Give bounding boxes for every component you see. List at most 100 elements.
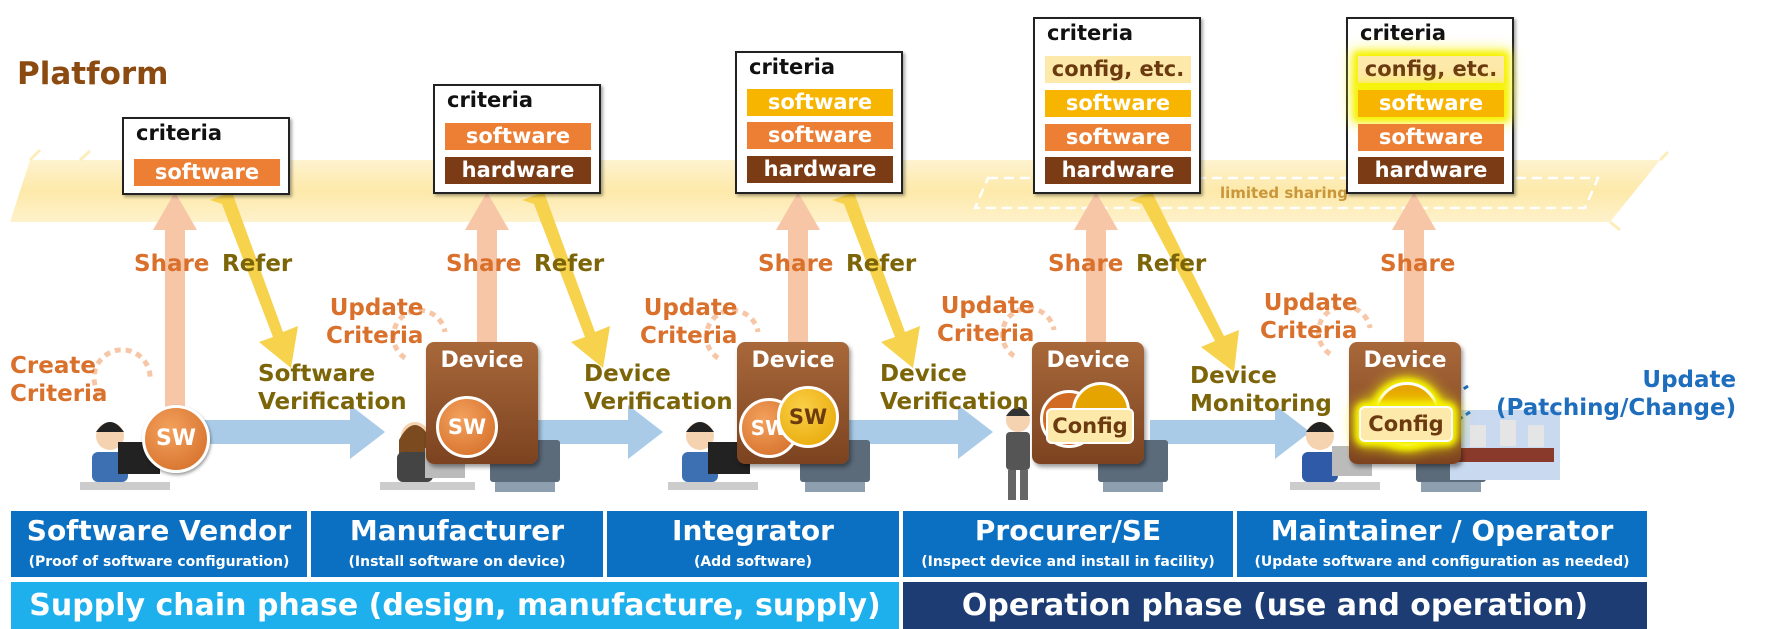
- criteria-item-software: software: [747, 122, 893, 149]
- flow-arrow-3: [760, 405, 993, 459]
- share-label: Share: [446, 251, 522, 277]
- criteria-item-hardware: hardware: [747, 156, 893, 183]
- sw-circle: SW: [436, 396, 498, 458]
- share-arrow-1: [153, 192, 197, 410]
- role-integrator: Integrator (Add software): [607, 511, 899, 577]
- device-card-manufacturer: Device SW: [426, 342, 538, 464]
- device-verification-label: Device Verification: [584, 361, 733, 415]
- criteria-item-software: software: [1358, 124, 1504, 151]
- criteria-box-vendor: criteria software: [122, 117, 290, 195]
- refer-arrow-2: [522, 192, 610, 368]
- cycle-arrow-2: [390, 307, 448, 361]
- update-criteria-label: Update Criteria: [640, 295, 738, 349]
- create-criteria-label: Create Criteria: [10, 353, 108, 407]
- software-verification-label: Software Verification: [258, 361, 407, 415]
- share-arrow-3: [776, 192, 820, 365]
- role-software-vendor: Software Vendor (Proof of software confi…: [11, 511, 307, 577]
- role-name: Procurer/SE: [974, 514, 1162, 547]
- sw-label: SW: [447, 415, 487, 439]
- share-arrows: [153, 192, 1436, 410]
- share-label: Share: [758, 251, 834, 277]
- refer-label: Refer: [222, 251, 293, 277]
- device-card-procurer: Device Config: [1032, 342, 1144, 464]
- criteria-item-software: software: [1045, 124, 1191, 151]
- sw-label: SW: [155, 426, 197, 451]
- share-label: Share: [1380, 251, 1456, 277]
- refer-arrow-4: [1130, 192, 1239, 372]
- criteria-item-config: config, etc.: [1045, 56, 1191, 83]
- device-title: Device: [751, 348, 835, 373]
- device-title: Device: [1046, 348, 1130, 373]
- role-procurer: Procurer/SE (Inspect device and install …: [903, 511, 1233, 577]
- factory-robot-icon: [1450, 410, 1560, 480]
- update-patching-label: Update (Patching/Change): [1496, 367, 1737, 421]
- criteria-box-procurer: criteria config, etc. software software …: [1033, 17, 1201, 194]
- config-tag: Config: [1359, 406, 1453, 442]
- role-description: (Proof of software configuration): [28, 554, 290, 570]
- update-criteria-label: Update Criteria: [326, 295, 424, 349]
- share-arrow-4: [1074, 192, 1118, 365]
- cycle-arrow-3: [703, 307, 761, 361]
- refer-arrows: [210, 192, 1239, 372]
- flow-arrow-1: [195, 405, 385, 459]
- share-label: Share: [134, 251, 210, 277]
- role-name: Integrator: [672, 514, 834, 547]
- criteria-box-manufacturer: criteria software hardware: [433, 84, 601, 194]
- flow-arrow-2: [520, 405, 663, 459]
- criteria-item-software: software: [1045, 90, 1191, 117]
- config-tag: Config: [1046, 408, 1134, 444]
- criteria-item-hardware: hardware: [1358, 157, 1504, 184]
- criteria-box-integrator: criteria software software hardware: [735, 51, 903, 194]
- share-label: Share: [1048, 251, 1124, 277]
- refer-arrow-1: [210, 192, 298, 368]
- role-manufacturer: Manufacturer (Install software on device…: [311, 511, 603, 577]
- device-monitoring-label: Device Monitoring: [1190, 363, 1332, 417]
- cycle-arrow-4: [999, 305, 1057, 359]
- refer-label: Refer: [534, 251, 605, 277]
- config-label: Config: [1368, 412, 1444, 436]
- device-title: Device: [440, 348, 524, 373]
- role-name: Software Vendor: [26, 514, 292, 547]
- criteria-item-software: software: [1358, 90, 1504, 117]
- role-description: (Add software): [693, 554, 813, 570]
- criteria-title: criteria: [749, 55, 836, 79]
- criteria-title: criteria: [1360, 21, 1447, 45]
- criteria-title: criteria: [1047, 21, 1134, 45]
- sw-circle-added: SW: [777, 386, 839, 448]
- cycle-arrow-1: [91, 347, 153, 397]
- person-icon-procurer: [1006, 407, 1030, 500]
- flow-arrow-4: [1150, 405, 1310, 459]
- band-fringe: [28, 148, 1670, 232]
- criteria-item-software: software: [747, 89, 893, 116]
- cycle-arrows: [91, 303, 1373, 397]
- limited-sharing-label: limited sharing: [1220, 184, 1349, 202]
- criteria-title: criteria: [447, 88, 534, 112]
- phase-supply-chain: Supply chain phase (design, manufacture,…: [11, 582, 899, 629]
- criteria-title: criteria: [136, 121, 223, 145]
- device-verification-label: Device Verification: [880, 361, 1029, 415]
- role-name: Manufacturer: [349, 514, 565, 547]
- cycle-arrow-5: [1315, 303, 1373, 357]
- share-arrow-2: [465, 192, 509, 365]
- refer-arrow-3: [832, 192, 920, 368]
- update-criteria-label: Update Criteria: [1260, 290, 1358, 344]
- device-card-operator: Device Config: [1349, 342, 1461, 464]
- criteria-item-software: software: [445, 123, 591, 150]
- role-description: (Inspect device and install in facility): [921, 554, 1215, 570]
- update-criteria-label: Update Criteria: [937, 293, 1035, 347]
- criteria-item-config: config, etc.: [1358, 56, 1504, 83]
- criteria-item-software: software: [134, 159, 280, 186]
- device-title: Device: [1363, 348, 1447, 373]
- sw-circle: SW: [142, 405, 210, 473]
- refer-label: Refer: [1136, 251, 1207, 277]
- share-arrow-5: [1392, 192, 1436, 365]
- flow-arrows: [195, 405, 1310, 459]
- role-name: Maintainer / Operator: [1270, 514, 1614, 547]
- role-description: (Install software on device): [348, 554, 566, 570]
- platform-title: Platform: [17, 56, 169, 92]
- criteria-box-operator: criteria config, etc. software software …: [1346, 17, 1514, 194]
- criteria-item-hardware: hardware: [1045, 157, 1191, 184]
- device-card-integrator: Device SW SW: [737, 342, 849, 464]
- sw-label: SW: [788, 405, 828, 429]
- refer-label: Refer: [846, 251, 917, 277]
